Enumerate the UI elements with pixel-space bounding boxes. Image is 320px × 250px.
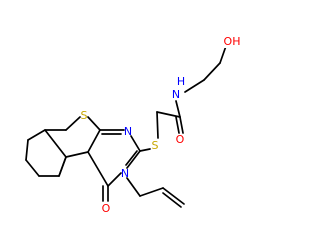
atom-label: H	[177, 75, 185, 88]
ring-nitrogen-upper-label: N	[124, 125, 132, 138]
atom-label: N	[124, 125, 132, 138]
hydroxyl-label: OH	[222, 34, 242, 48]
atom-label: N	[172, 88, 180, 101]
thiophene-sulfur-label: S	[81, 109, 88, 122]
atom-label: N	[121, 167, 129, 180]
ring-nitrogen-lower-label: N	[121, 167, 129, 180]
atom-label: S	[81, 109, 88, 122]
thioether-sulfur-label: S	[152, 139, 159, 152]
atom-label: OH	[224, 35, 241, 48]
amide-oxygen-label: O	[176, 133, 185, 146]
bond-lines	[25, 45, 227, 208]
molecule-structure-diagram: OH N H O S S N N O	[25, 34, 242, 215]
atom-label: O	[176, 133, 185, 146]
amide-nitrogen-label: N H	[171, 75, 185, 101]
atom-labels: OH N H O S S N N O	[81, 34, 242, 215]
carbonyl-oxygen-label: O	[102, 202, 111, 215]
atom-label: O	[102, 202, 111, 215]
atom-label: S	[152, 139, 159, 152]
